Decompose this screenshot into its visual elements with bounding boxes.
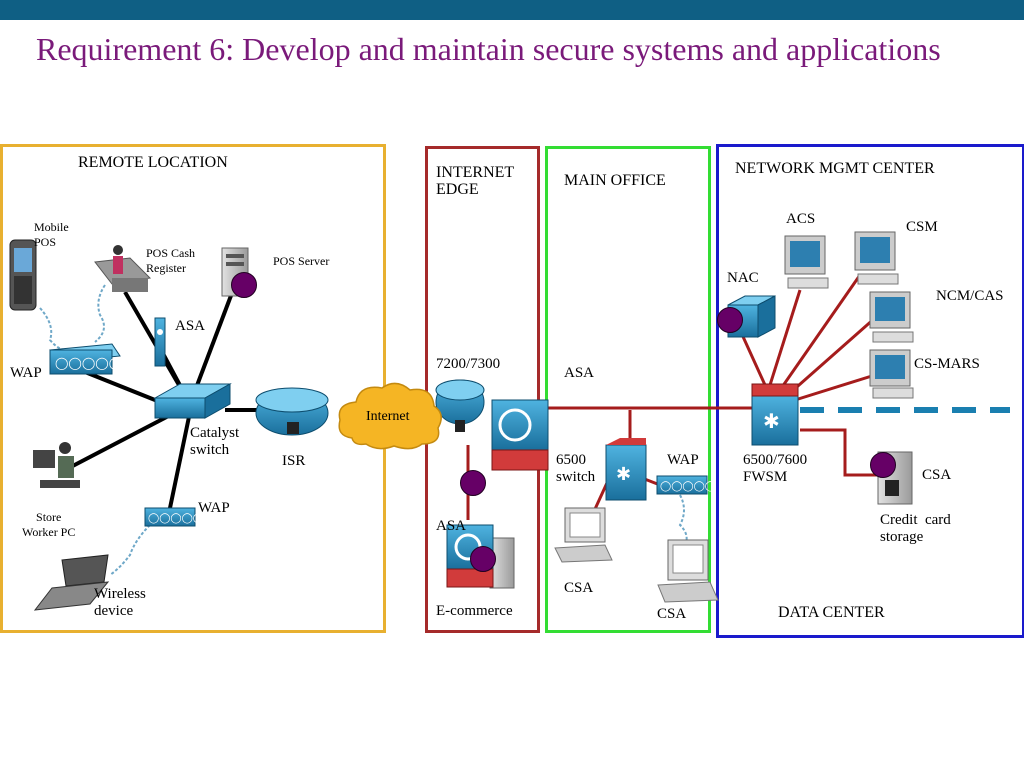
marker-dot (470, 546, 496, 572)
acs-monitor-icon (784, 235, 829, 289)
edge-router-icon (435, 379, 485, 432)
remote-wap-icon: ◯◯◯◯◯ (49, 343, 122, 375)
catalyst-switch-icon (153, 383, 232, 419)
nac-label: NAC (727, 270, 759, 286)
mobile-pos-label: Mobile POS (34, 220, 69, 249)
internet-cloud-icon (338, 382, 442, 450)
svg-text:◯◯◯◯◯: ◯◯◯◯◯ (660, 481, 716, 492)
svg-text:✱: ✱ (763, 409, 780, 433)
pos-server-label: POS Server (273, 254, 330, 268)
acs-label: ACS (786, 211, 816, 227)
internet-label: Internet (366, 409, 410, 424)
ecommerce-label: E-commerce (436, 603, 513, 619)
store-worker-pc-label: Store Worker PC (22, 510, 76, 539)
svg-text:✱: ✱ (616, 464, 631, 485)
main-pc2-icon (657, 539, 719, 603)
remote-wap-label: WAP (10, 365, 42, 381)
top-banner-bar (0, 0, 1024, 20)
data-center-title: DATA CENTER (778, 604, 885, 621)
catalyst-switch-label: Catalyst switch (190, 425, 240, 458)
edge-asa-label: ASA (436, 518, 467, 534)
csm-label: CSM (906, 219, 938, 235)
edge-asa-firewall-icon (491, 399, 549, 471)
main-switch-icon: ✱ (605, 438, 647, 501)
store-worker-pc-icon (33, 442, 80, 488)
pos-cash-register-label: POS Cash Register (146, 246, 196, 275)
main-wap-label: WAP (667, 452, 699, 468)
main-pc1-icon (554, 507, 613, 563)
internet-edge-title: INTERNET EDGE (436, 164, 515, 198)
cs-mars-monitor-icon (869, 349, 914, 399)
isr-router-icon (255, 387, 329, 436)
ncm-cas-label: NCM/CAS (936, 288, 1004, 304)
marker-dot (870, 452, 896, 478)
credit-card-storage-label: Credit card storage (880, 512, 951, 545)
main-wap-icon: ◯◯◯◯◯ (656, 475, 716, 495)
mobile-pos-icon (9, 239, 37, 311)
ncm-cas-monitor-icon (869, 291, 914, 343)
main-asa-label: ASA (564, 365, 595, 381)
remote-asa-label: ASA (175, 318, 206, 334)
cs-mars-label: CS-MARS (914, 356, 980, 372)
main-office-zone (545, 146, 711, 633)
wireless-laptop-icon (33, 554, 110, 611)
isr-label: ISR (282, 453, 306, 469)
slide-title: Requirement 6: Develop and maintain secu… (36, 31, 941, 67)
csm-monitor-icon (854, 231, 899, 285)
marker-dot (231, 272, 257, 298)
svg-text:◯◯◯◯◯: ◯◯◯◯◯ (148, 513, 204, 524)
remote-wap2-label: WAP (198, 500, 230, 516)
mgmt-center-title: NETWORK MGMT CENTER (735, 160, 935, 177)
pos-cash-register-icon (94, 245, 152, 292)
wireless-device-label: Wireless device (94, 586, 146, 619)
remote-location-title: REMOTE LOCATION (78, 154, 228, 171)
fwsm-switch-icon: ✱ (751, 383, 799, 446)
main-csa2-label: CSA (657, 606, 687, 622)
fwsm-label: 6500/7600 FWSM (743, 452, 808, 485)
edge-router-label: 7200/7300 (436, 356, 501, 372)
remote-asa-icon (154, 317, 166, 367)
svg-text:◯◯◯◯◯: ◯◯◯◯◯ (55, 356, 122, 370)
main-office-title: MAIN OFFICE (564, 172, 666, 189)
marker-dot (717, 307, 743, 333)
internet-edge-zone (425, 146, 540, 633)
main-csa1-label: CSA (564, 580, 594, 596)
dc-csa-label: CSA (922, 467, 952, 483)
data-center-zone (716, 144, 1024, 638)
main-switch-label: 6500 switch (556, 452, 596, 485)
marker-dot (460, 470, 486, 496)
remote-wap2-icon: ◯◯◯◯◯ (144, 507, 204, 527)
